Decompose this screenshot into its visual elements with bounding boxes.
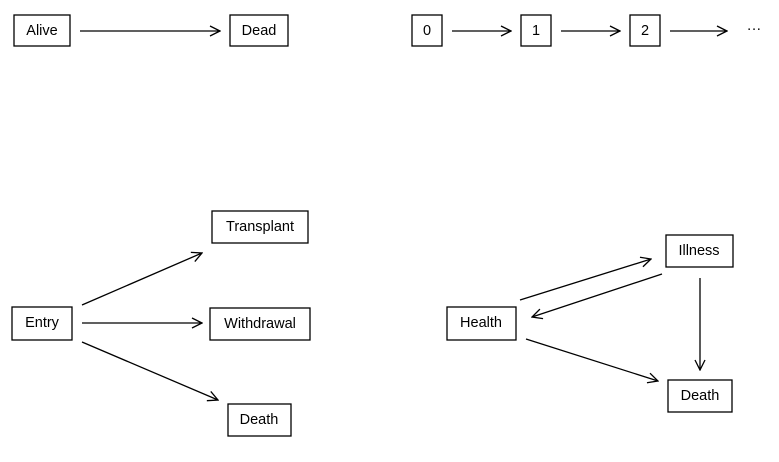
state-box-2 — [629, 14, 661, 47]
transition-arrow-health-illness — [519, 259, 651, 301]
counting-process-diagram: 0 1 2 ··· — [411, 14, 762, 47]
state-box-illness — [665, 234, 734, 268]
state-label-2: 2 — [641, 23, 649, 39]
state-label-death-id: Death — [681, 388, 720, 404]
state-box-death-cr — [227, 403, 292, 437]
transition-arrow-entry-transplant — [81, 253, 202, 306]
state-label-illness: Illness — [678, 243, 719, 259]
state-box-health — [446, 306, 517, 341]
state-label-alive: Alive — [26, 23, 57, 39]
state-box-0 — [411, 14, 443, 47]
state-label-health: Health — [460, 315, 502, 331]
ellipsis-label: ··· — [747, 21, 762, 37]
state-label-death-cr: Death — [240, 412, 279, 428]
state-label-entry: Entry — [25, 315, 60, 331]
state-box-withdrawal — [209, 307, 311, 341]
state-label-1: 1 — [532, 23, 540, 39]
state-box-1 — [520, 14, 552, 47]
transition-arrow-entry-death — [81, 341, 218, 400]
state-label-0: 0 — [423, 23, 431, 39]
state-label-dead: Dead — [242, 23, 277, 39]
state-box-death-id — [667, 379, 733, 413]
state-box-alive — [13, 14, 71, 47]
competing-risks-diagram: Entry Transplant Withdrawal Death — [11, 210, 311, 437]
transition-arrow-illness-health — [532, 273, 663, 317]
state-label-transplant: Transplant — [226, 219, 294, 235]
state-label-withdrawal: Withdrawal — [224, 316, 296, 332]
transition-arrow-health-death — [525, 338, 658, 381]
alive-dead-diagram: Alive Dead — [13, 14, 289, 47]
state-box-entry — [11, 306, 73, 341]
illness-death-diagram: Health Illness Death — [446, 234, 734, 413]
state-box-dead — [229, 14, 289, 47]
state-box-transplant — [211, 210, 309, 244]
